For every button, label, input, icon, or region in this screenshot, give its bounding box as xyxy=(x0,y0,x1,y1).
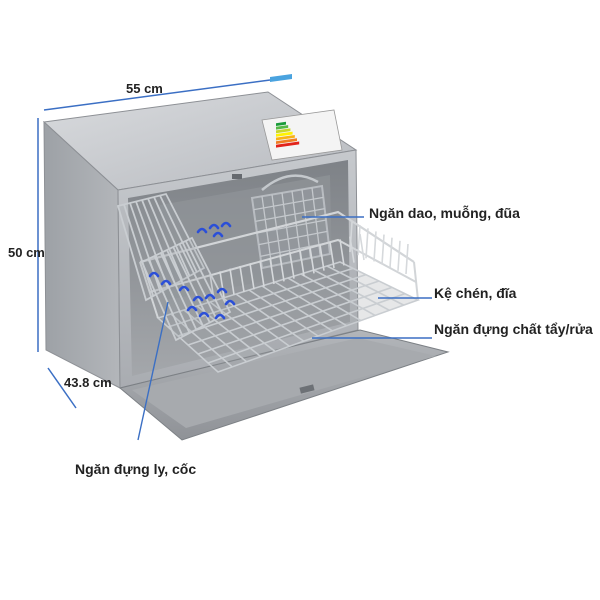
energy-bar xyxy=(276,128,291,134)
energy-bar xyxy=(276,131,293,137)
cup-clip xyxy=(204,293,216,300)
energy-bar xyxy=(276,134,295,141)
dish-rack-label: Kệ chén, đĩa xyxy=(434,285,517,301)
energy-bar xyxy=(276,141,300,148)
depth-dimension-line xyxy=(47,367,77,409)
cutlery-basket-label: Ngăn dao, muỗng, đũa xyxy=(369,205,520,221)
cup-clip xyxy=(220,221,232,228)
energy-bar xyxy=(276,125,289,130)
cup-clip xyxy=(198,311,210,318)
width-dimension-line xyxy=(43,79,271,111)
depth-label: 43.8 cm xyxy=(64,375,112,390)
cup-clip xyxy=(192,295,204,302)
energy-bar xyxy=(276,138,297,145)
detergent-compartment-label: Ngăn đựng chất tẩy/rửa xyxy=(434,321,593,337)
cup-clip xyxy=(216,287,228,294)
cup-clip xyxy=(160,279,172,286)
height-label: 50 cm xyxy=(8,245,45,260)
cup-clip xyxy=(224,299,236,306)
cup-rack-callout-line xyxy=(137,301,169,441)
cup-clip xyxy=(214,313,226,320)
cup-rack-label: Ngăn đựng ly, cốc xyxy=(75,461,197,477)
cup-clip xyxy=(212,231,224,238)
energy-label-icon xyxy=(261,73,343,161)
cup-clip xyxy=(186,305,198,312)
cup-clip xyxy=(208,223,220,230)
cup-clip xyxy=(148,271,160,278)
energy-bar xyxy=(276,121,286,127)
cup-clip xyxy=(196,227,208,234)
width-label: 55 cm xyxy=(126,81,163,96)
cup-clip xyxy=(178,285,190,292)
